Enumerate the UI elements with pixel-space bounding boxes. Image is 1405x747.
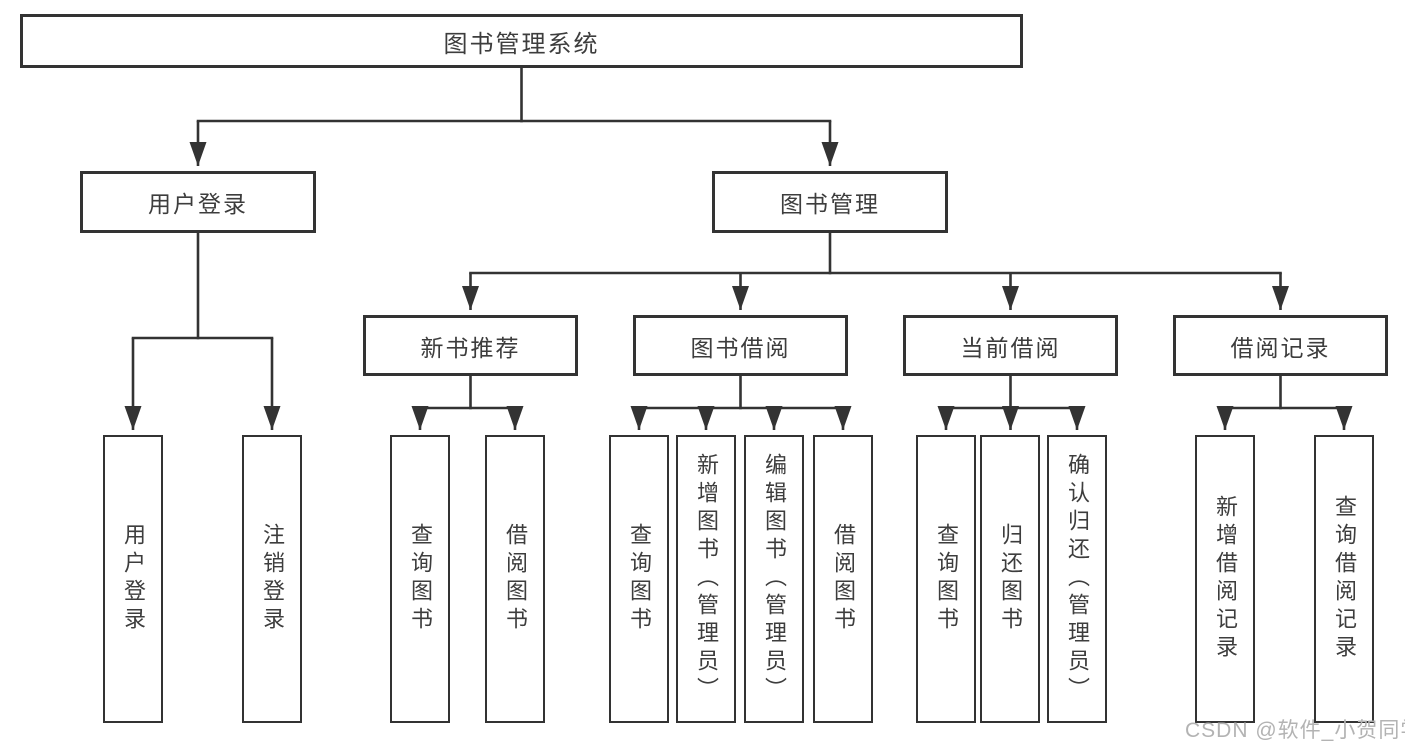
node-user-login: 用户登录 <box>80 171 316 233</box>
leaf-confirm-return-admin: 确认归还（管理员） <box>1047 435 1107 723</box>
leaf-edit-books-admin: 编辑图书（管理员） <box>744 435 804 723</box>
node-current-borrow: 当前借阅 <box>903 315 1118 376</box>
leaf-query-books-recommend: 查询图书 <box>390 435 450 723</box>
node-book-borrow: 图书借阅 <box>633 315 848 376</box>
leaf-borrow-books-recommend: 借阅图书 <box>485 435 545 723</box>
leaf-query-borrow-record: 查询借阅记录 <box>1314 435 1374 723</box>
leaf-borrow-books: 借阅图书 <box>813 435 873 723</box>
node-library-management-system: 图书管理系统 <box>20 14 1023 68</box>
leaf-logout-login: 注销登录 <box>242 435 302 723</box>
node-new-book-recommend: 新书推荐 <box>363 315 578 376</box>
connector-arrows <box>124 121 1353 430</box>
csdn-watermark: CSDN @软件_小贺同学 <box>1185 719 1405 742</box>
connector-segments <box>131 66 1346 410</box>
leaf-query-books-borrow: 查询图书 <box>609 435 669 723</box>
leaf-add-borrow-record: 新增借阅记录 <box>1195 435 1255 723</box>
leaf-return-books: 归还图书 <box>980 435 1040 723</box>
node-borrow-records: 借阅记录 <box>1173 315 1388 376</box>
leaf-user-login: 用户登录 <box>103 435 163 723</box>
leaf-add-books-admin: 新增图书（管理员） <box>676 435 736 723</box>
leaf-query-books-current: 查询图书 <box>916 435 976 723</box>
node-book-management: 图书管理 <box>712 171 948 233</box>
